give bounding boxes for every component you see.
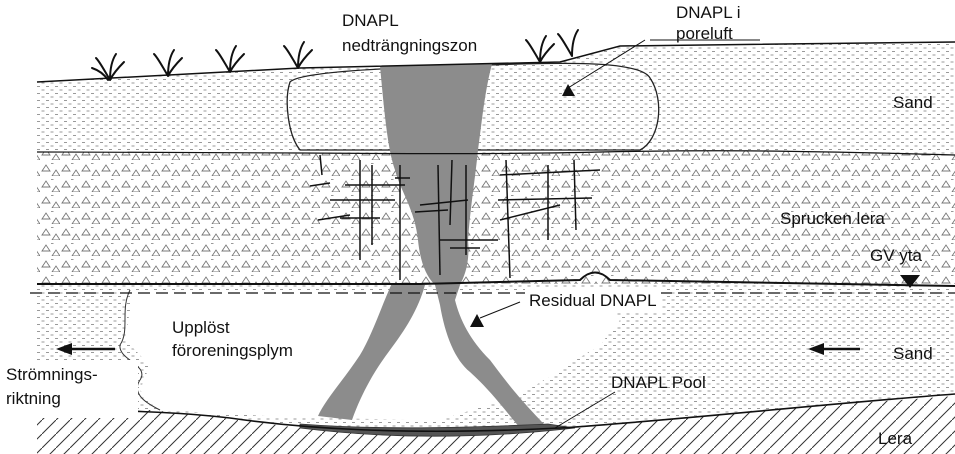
layer-boundaries bbox=[30, 39, 955, 433]
label-sand-top: Sand bbox=[893, 93, 933, 112]
leader-lines bbox=[479, 39, 646, 429]
flow-arrow-right bbox=[808, 343, 860, 355]
grass-tufts bbox=[91, 29, 579, 81]
label-dnapl-zone-line2: nedträngningszon bbox=[342, 36, 478, 55]
fractured-clay-layer bbox=[37, 150, 955, 284]
label-plume-line1: Upplöst bbox=[172, 318, 230, 337]
pointer-poreluft bbox=[562, 84, 575, 96]
label-flow-direction: Strömnings- riktning bbox=[6, 364, 98, 409]
label-residual-dnapl: Residual DNAPL bbox=[525, 289, 661, 312]
flow-arrow-left bbox=[56, 343, 115, 355]
label-gv-yta: GV yta bbox=[870, 246, 922, 265]
label-dnapl-pore-air: DNAPL i poreluft bbox=[676, 2, 741, 44]
label-plume-line2: föroreningsplym bbox=[172, 341, 293, 360]
label-flow-line1: Strömnings- bbox=[6, 365, 98, 384]
clay-base-layer bbox=[37, 396, 955, 454]
label-dnapl-pool: DNAPL Pool bbox=[611, 373, 706, 392]
water-table-marker bbox=[900, 275, 920, 288]
label-poreluft-line2: poreluft bbox=[676, 24, 733, 43]
fractures bbox=[309, 154, 601, 280]
label-poreluft-line1: DNAPL i bbox=[676, 3, 741, 22]
label-sprucken-lera: Sprucken lera bbox=[780, 209, 885, 228]
label-lera: Lera bbox=[878, 429, 913, 448]
label-dissolved-plume: Upplöst föroreningsplym bbox=[168, 316, 297, 362]
dnapl-pool bbox=[299, 423, 576, 437]
flow-label-box bbox=[0, 360, 138, 418]
dnapl-left-branch bbox=[318, 283, 425, 420]
dnapl-penetration-zone bbox=[380, 64, 548, 428]
pointer-residual bbox=[470, 314, 484, 327]
label-dnapl-zone-line1: DNAPL bbox=[342, 11, 399, 30]
label-flow-line2: riktning bbox=[6, 389, 61, 408]
label-sand-bottom: Sand bbox=[893, 344, 933, 363]
label-dnapl-penetration-zone: DNAPL nedträngningszon bbox=[342, 10, 477, 56]
